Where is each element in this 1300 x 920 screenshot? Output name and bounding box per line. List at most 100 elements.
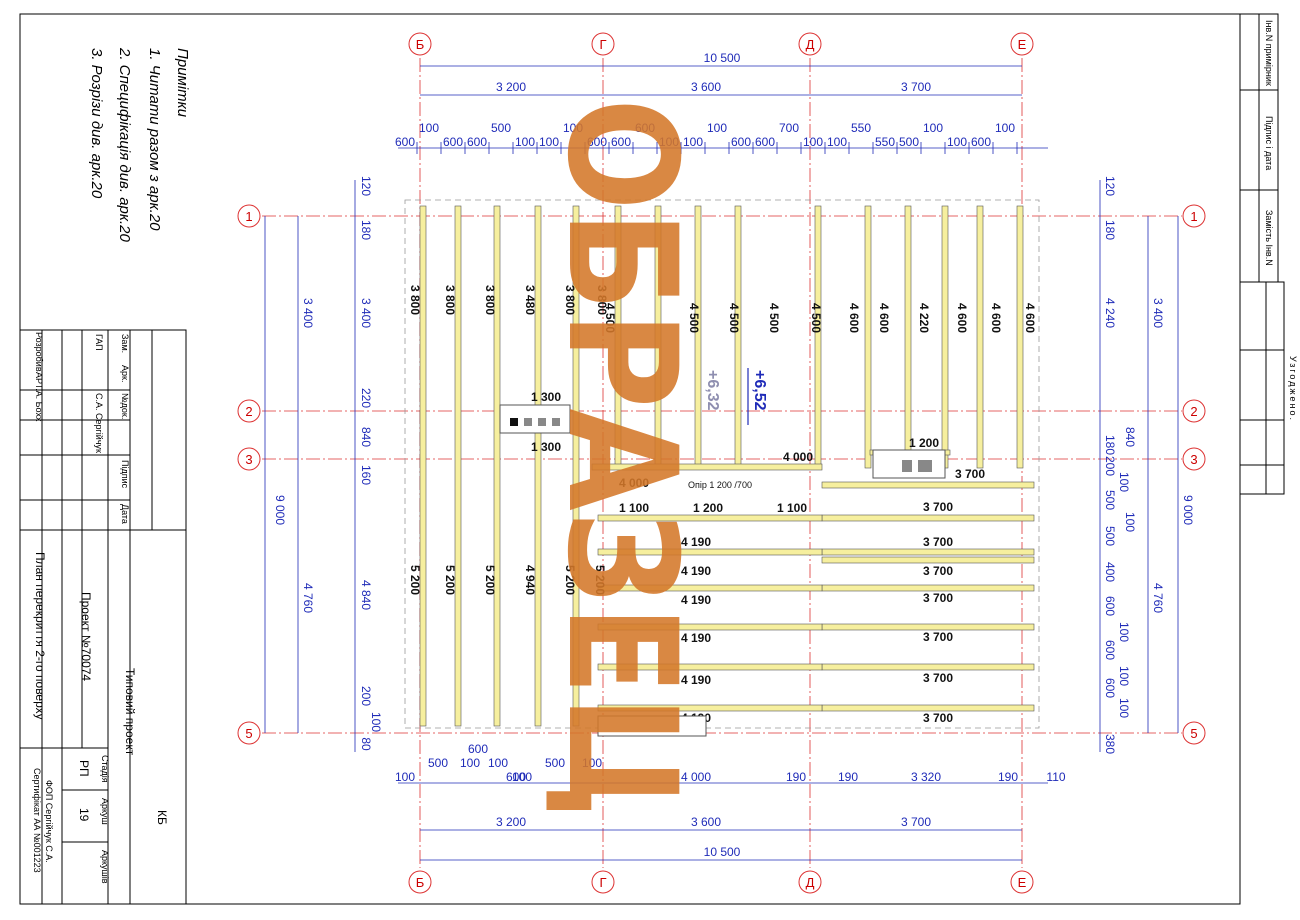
joist-beam <box>864 205 872 469</box>
dim-right-detail: 400 <box>1103 562 1117 582</box>
dim-top-detail: 100 <box>923 121 943 135</box>
slab-outline <box>404 199 1040 729</box>
beam-length-label: 4 500 <box>687 303 701 333</box>
stamp-dev-label: Розробив <box>34 332 44 372</box>
dim-bottom-detail: 500 <box>545 756 565 770</box>
joist-beam <box>821 548 1035 556</box>
stamp-project: Проект №70074 <box>79 592 93 681</box>
beam-length-label: 5 200 <box>483 565 497 595</box>
axis-bubble <box>237 399 261 423</box>
beam-length-label: 1 100 <box>777 501 807 515</box>
dim-top-detail: 100 <box>803 135 823 149</box>
dim-top-detail: 100 <box>683 135 703 149</box>
beam-length-label: 3 700 <box>923 564 953 578</box>
beam-length-label: 4 600 <box>847 303 861 333</box>
beam-length-label: 4 220 <box>917 303 931 333</box>
beam-length-label: 5 200 <box>593 565 607 595</box>
dim-left-detail: 840 <box>359 427 373 447</box>
dim-top-detail: 100 <box>707 121 727 135</box>
dim-bottom-detail: 500 <box>428 756 448 770</box>
beam-length-label: 1 100 <box>619 501 649 515</box>
dim-left-detail: 120 <box>359 176 373 196</box>
axis-bubble <box>1182 399 1206 423</box>
beam-length-label: 4 600 <box>1023 303 1037 333</box>
joist-beam <box>597 704 823 712</box>
joist-beam <box>821 514 1035 522</box>
stamp-doc-type: Типовий проект <box>123 668 137 756</box>
stamp-agreed: Узгоджено. <box>1288 356 1298 422</box>
beam-length-label: 4 600 <box>955 303 969 333</box>
notes-title: Примітки <box>174 48 191 118</box>
dim-right-detail: 600 <box>1103 640 1117 660</box>
detail-boxes <box>499 404 946 737</box>
axis-bubble <box>798 32 822 56</box>
dim-bottom-total: 10 500 <box>704 845 741 859</box>
beam-length-label: 3 800 <box>483 285 497 315</box>
dim-right-detail: 180 <box>1103 220 1117 240</box>
dim-right-detail: 600 <box>1103 678 1117 698</box>
axis-bubble <box>798 870 822 894</box>
axis-label: 5 <box>1190 726 1197 741</box>
dim-bottom-detail: 190 <box>786 770 806 784</box>
dim-bottom-detail: 190 <box>998 770 1018 784</box>
title-block <box>19 329 187 905</box>
watermark-text: ОБРАЗЕЦ <box>534 98 708 818</box>
beam-length-label: Опір 1 200 /700 <box>688 480 752 490</box>
stamp-header-sign: Підпис <box>120 460 130 489</box>
dim-bottom-detail: 600 <box>468 742 488 756</box>
axis-bubble <box>1182 447 1206 471</box>
dim-bottom-detail: 100 <box>395 770 415 784</box>
joist-beam <box>734 205 742 469</box>
beam-length-label: 3 700 <box>923 630 953 644</box>
dim-top-detail: 600 <box>971 135 991 149</box>
dim-top-detail: 100 <box>563 121 583 135</box>
stamp-gap-name: С.А. Сергійчук <box>94 393 104 453</box>
axis-label: Г <box>599 37 606 52</box>
axis-label: Б <box>416 875 425 890</box>
joist-beam <box>572 205 580 727</box>
beam-length-label: 3 700 <box>923 711 953 725</box>
axis-label: Г <box>599 875 606 890</box>
beam-length-label: 4 500 <box>603 303 617 333</box>
joist-beam <box>597 584 823 592</box>
axis-label: Е <box>1018 875 1027 890</box>
dim-right-detail: 100 <box>1117 698 1131 718</box>
elevation-mark: +6,32 <box>704 370 721 411</box>
dim-right-total: 9 000 <box>1181 495 1195 525</box>
dim-top-detail: 550 <box>875 135 895 149</box>
joist-beam <box>1016 205 1024 469</box>
beam-length-label: 3 700 <box>923 500 953 514</box>
joist-beam <box>534 205 542 727</box>
dim-top-detail: 500 <box>899 135 919 149</box>
beam-length-label: 1 300 <box>531 390 561 404</box>
joist-beam <box>941 205 949 469</box>
beams-layer <box>419 205 1035 727</box>
axis-bubble <box>237 447 261 471</box>
stamp-col-stage: Стадія <box>100 755 110 783</box>
dim-top-detail: 100 <box>515 135 535 149</box>
joist-beam <box>597 548 823 556</box>
dim-top-detail: 600 <box>755 135 775 149</box>
axis-label: 3 <box>245 452 252 467</box>
beam-length-label: 3 480 <box>523 285 537 315</box>
dim-left-detail: 180 <box>359 220 373 240</box>
beam-length-label: 1 200 <box>909 436 939 450</box>
dim-top-detail: 600 <box>467 135 487 149</box>
dim-right-detail: 120 <box>1103 176 1117 196</box>
stamp-side-inv: Інв.N примірник <box>1264 20 1274 86</box>
axis-bubble <box>408 870 432 894</box>
beam-length-label: 4 940 <box>523 565 537 595</box>
dim-bottom-span: 3 700 <box>901 815 931 829</box>
dim-right-detail: 380 <box>1103 734 1117 754</box>
dim-bottom-detail: 100 <box>512 770 532 784</box>
beam-length-label: 3 800 <box>595 285 609 315</box>
note-item: 1. Читати разом з арк.20 <box>146 48 163 231</box>
dim-bottom-detail: 110 <box>1046 770 1065 784</box>
dim-top-span: 3 200 <box>496 80 526 94</box>
beam-length-label: 3 700 <box>923 671 953 685</box>
watermark: ОБРАЗЕЦ <box>534 98 708 818</box>
beam-length-label: 4 190 <box>681 564 711 578</box>
note-item: 2. Специфікація див. арк.20 <box>116 47 133 242</box>
dim-right-detail: 840 <box>1123 427 1137 447</box>
